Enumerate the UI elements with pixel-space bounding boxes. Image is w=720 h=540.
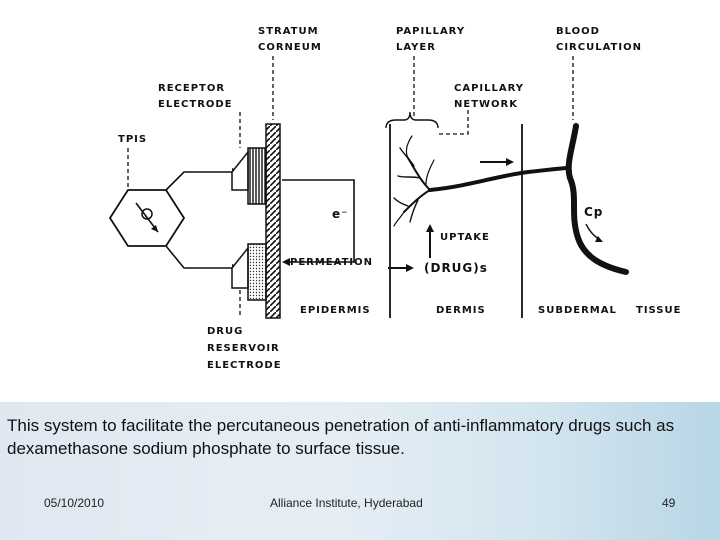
flow-arrow-icon	[506, 158, 514, 166]
papillary-label: PAPILLARY	[396, 26, 465, 37]
tpis-label: TPIS	[118, 134, 147, 145]
electron-label: e⁻	[332, 207, 348, 221]
cp-label: Cp	[584, 205, 603, 219]
circulation-label: CIRCULATION	[556, 42, 642, 53]
uptake-label: UPTAKE	[440, 232, 490, 243]
drug-label: (DRUG)s	[424, 261, 488, 275]
corneum-label: CORNEUM	[258, 42, 322, 53]
meter-needle-icon	[135, 202, 159, 233]
drug-reservoir-electrode	[247, 243, 267, 301]
epidermis-label: EPIDERMIS	[300, 305, 371, 316]
footer-date: 05/10/2010	[44, 496, 105, 510]
blood-label: BLOOD	[556, 26, 600, 37]
stratum-corneum-layer	[265, 123, 281, 319]
iontophoresis-diagram: STRATUM CORNEUM PAPILLARY LAYER BLOOD CI…	[108, 26, 681, 371]
dermis-label: DERMIS	[436, 305, 486, 316]
reservoir-drug-label: DRUG	[207, 326, 243, 337]
stratum-label: STRATUM	[258, 26, 319, 37]
layer-label: LAYER	[396, 42, 436, 53]
footer-page-number: 49	[662, 496, 676, 510]
reservoir-label: RESERVOIR	[207, 343, 280, 354]
reservoir-electrode-label: ELECTRODE	[207, 360, 282, 371]
permeation-label: PERMEATION	[290, 257, 373, 268]
footer-institute: Alliance Institute, Hyderabad	[270, 496, 423, 510]
capillary-network	[393, 135, 570, 227]
receptor-label: RECEPTOR	[158, 83, 225, 94]
uptake-arrow-icon	[426, 224, 434, 232]
permeation-arrow-icon	[406, 264, 414, 272]
slide-caption: This system to facilitate the percutaneo…	[7, 416, 675, 458]
subdermal-label: SUBDERMAL	[538, 305, 617, 316]
capillary-label: CAPILLARY	[454, 83, 524, 94]
receptor-electrode	[247, 147, 267, 205]
receptor-electrode-label: ELECTRODE	[158, 99, 233, 110]
return-arrow-icon	[282, 258, 290, 266]
network-label: NETWORK	[454, 99, 518, 110]
slide-footer-band: This system to facilitate the percutaneo…	[0, 402, 720, 540]
tissue-label: TISSUE	[636, 305, 681, 316]
blood-vessel	[565, 123, 629, 275]
leader-lines	[127, 56, 574, 318]
wires	[165, 171, 355, 269]
